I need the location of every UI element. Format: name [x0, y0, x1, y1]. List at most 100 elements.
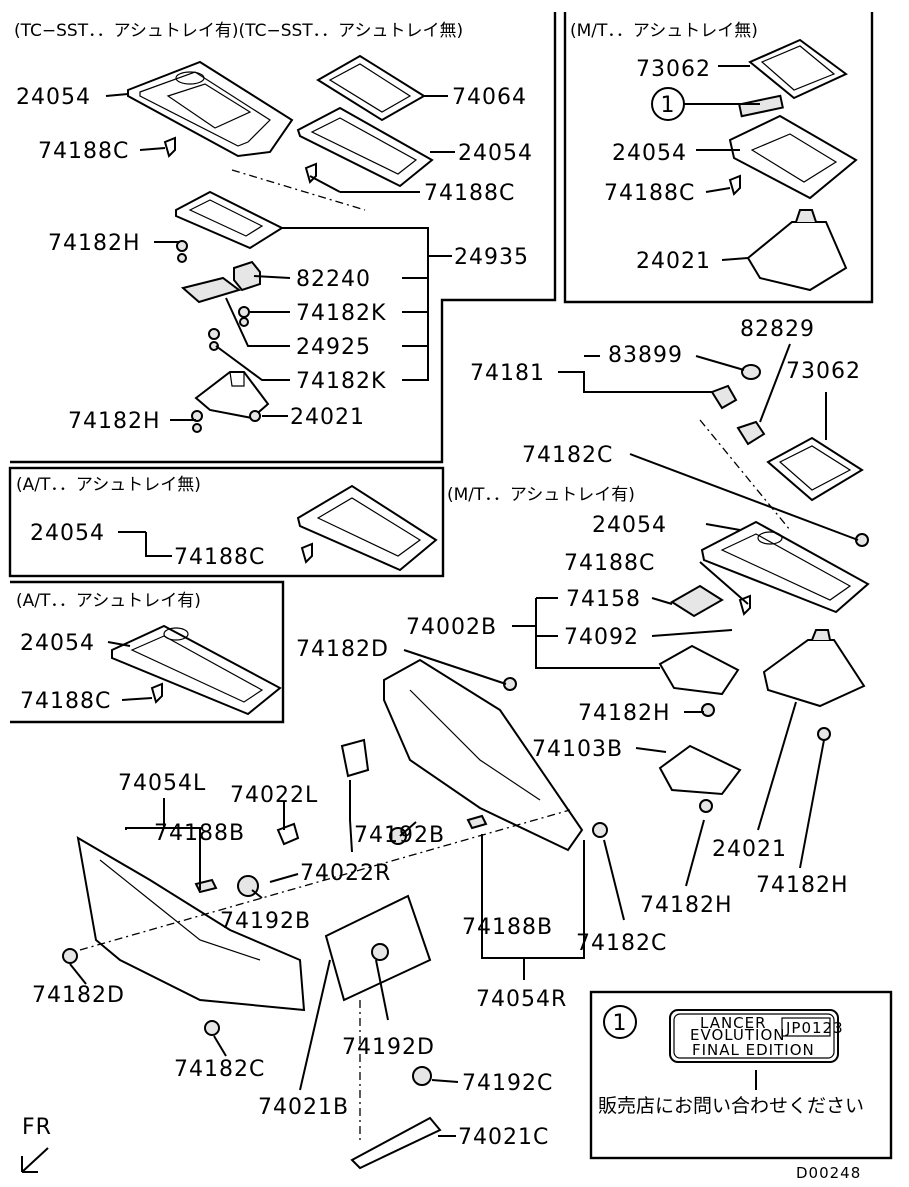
- console-panel-24054-mt: [728, 114, 858, 200]
- label-74182H: 74182H: [578, 701, 671, 726]
- label-74188B: 74188B: [154, 821, 245, 846]
- section-header-mt-no-ashtray: (M/T．．アシュトレイ無): [570, 21, 758, 41]
- screws: [176, 240, 261, 433]
- label-74158: 74158: [566, 587, 641, 612]
- label-74182H: 74182H: [640, 893, 733, 918]
- label-82829: 82829: [740, 317, 815, 342]
- side-panel-74054L: [76, 836, 306, 1012]
- label-73062: 73062: [636, 57, 711, 82]
- knob-83899: [741, 364, 762, 380]
- label-74188C: 74188C: [424, 181, 515, 206]
- label-24054: 24054: [16, 85, 91, 110]
- label-74192B: 74192B: [354, 823, 445, 848]
- boot-frame-73062-b: [766, 436, 864, 502]
- label-74022L: 74022L: [230, 783, 318, 808]
- socket-82829: [736, 420, 766, 446]
- label-74192C: 74192C: [462, 1071, 553, 1096]
- diagram-id: D00248: [796, 1164, 861, 1182]
- label-74188B: 74188B: [462, 915, 553, 940]
- emblem-illustration: LANCER EVOLUTION JP0123 FINAL EDITION: [669, 1009, 843, 1063]
- callout-number-1b: 1: [613, 1011, 628, 1036]
- label-74181: 74181: [470, 361, 545, 386]
- emblem-line3: FINAL EDITION: [692, 1041, 815, 1059]
- console-panel-24054-tc-no-ashtray: [296, 106, 434, 188]
- label-74021C: 74021C: [458, 1125, 549, 1150]
- console-panel-24054-at: [296, 484, 438, 572]
- ashtray-housing-74002B: [658, 644, 740, 696]
- section-header-at-with-ashtray: (A/T．．アシュトレイ有): [16, 591, 201, 611]
- screw-74182H-1: [701, 703, 715, 717]
- switch-82240: [233, 260, 261, 292]
- boot-frame-73062-a: [748, 38, 848, 100]
- note-text: 販売店にお問い合わせください: [598, 1095, 864, 1117]
- screw-74182D-2: [62, 948, 78, 964]
- clip-74188C-1: [163, 136, 176, 158]
- screw-74182C-3: [204, 1020, 220, 1036]
- label-74021B: 74021B: [258, 1095, 349, 1120]
- screw-74182H-2: [699, 799, 713, 813]
- lid-74158: [670, 584, 724, 618]
- emblem-line2: EVOLUTION: [690, 1026, 785, 1044]
- console-panel-24054-mt-ashtray: [700, 520, 870, 614]
- cup-holder-74103B: [658, 744, 742, 796]
- bracket-24925: [180, 276, 242, 304]
- label-24054: 24054: [20, 631, 95, 656]
- label-74103B: 74103B: [532, 737, 623, 762]
- label-73062: 73062: [786, 359, 861, 384]
- bracket-74022R: [340, 738, 370, 778]
- console-base-24021-mt-ashtray: [762, 639, 866, 708]
- console-base-24021-mt: [746, 221, 848, 292]
- label-74054L: 74054L: [118, 771, 206, 796]
- label-74182D: 74182D: [32, 983, 125, 1008]
- label-74182K: 74182K: [296, 301, 386, 326]
- panel-24935: [175, 190, 285, 250]
- section-header-tc-sst: (TC−SST．．アシュトレイ有)(TC−SST．．アシュトレイ無): [14, 21, 463, 41]
- screw-74182C-2: [592, 822, 608, 838]
- clip-74188C-5: [300, 542, 313, 564]
- label-74182H: 74182H: [68, 409, 161, 434]
- label-24021: 24021: [290, 405, 365, 430]
- leader-lines: [21, 65, 859, 1173]
- label-74192D: 74192D: [342, 1035, 435, 1060]
- label-74192B: 74192B: [220, 909, 311, 934]
- front-marker: FR: [22, 1115, 52, 1140]
- grommet-74192B-1: [389, 827, 407, 845]
- section-header-mt-with-ashtray: (M/T．．アシュトレイ有): [447, 485, 635, 505]
- part-drawings: [62, 38, 870, 1170]
- label-74182C: 74182C: [174, 1057, 265, 1082]
- label-74064: 74064: [452, 85, 527, 110]
- label-74054R: 74054R: [476, 987, 567, 1012]
- label-74182C: 74182C: [522, 443, 613, 468]
- section-header-at-no-ashtray: (A/T．．アシュトレイ無): [16, 475, 201, 495]
- console-panel-24054-tc-ashtray: [127, 60, 294, 158]
- label-24054: 24054: [30, 521, 105, 546]
- label-74182H: 74182H: [48, 231, 141, 256]
- label-74182D: 74182D: [296, 637, 389, 662]
- screw-74182H-3: [817, 727, 831, 741]
- part-labels: 24054 74064 74188C 24054 74188C 74182H 2…: [16, 57, 861, 1150]
- clip-74188B-2: [466, 814, 488, 830]
- callout-number-1a: 1: [661, 93, 676, 118]
- grommet-74192C: [412, 1066, 432, 1086]
- side-panel-74054R: [383, 658, 584, 852]
- label-74182H: 74182H: [756, 873, 849, 898]
- label-24935: 24935: [454, 245, 529, 270]
- label-74188C: 74188C: [38, 139, 129, 164]
- callout-circle-1a: [651, 87, 685, 121]
- bracket-74022L: [276, 822, 300, 846]
- label-74188C: 74188C: [20, 689, 111, 714]
- callout-circle-1b: [603, 1005, 637, 1039]
- label-74182K: 74182K: [296, 369, 386, 394]
- bracket-74021C: [350, 1116, 442, 1170]
- label-74188C: 74188C: [174, 545, 265, 570]
- label-24021: 24021: [636, 249, 711, 274]
- clip-74188C-6: [150, 682, 163, 704]
- console-panel-24054-at-ashtray: [111, 624, 282, 716]
- emblem-plate: [738, 94, 784, 118]
- label-74188C: 74188C: [604, 181, 695, 206]
- emblem-line1: LANCER: [700, 1014, 767, 1032]
- label-24925: 24925: [296, 335, 371, 360]
- section-frames: [8, 12, 893, 1160]
- grommet-74192D: [371, 943, 389, 961]
